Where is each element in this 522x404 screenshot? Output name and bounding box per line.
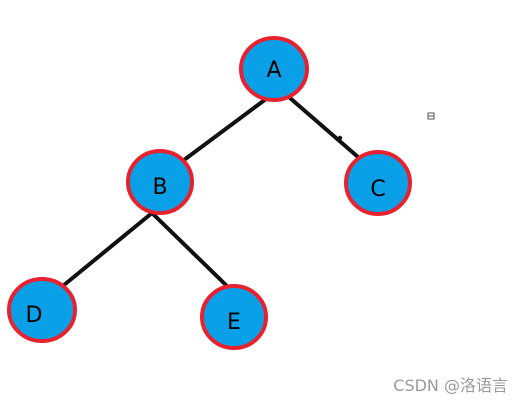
edge-b-e (150, 211, 230, 289)
node-e-label: E (227, 310, 241, 335)
node-d: D (7, 277, 77, 343)
node-b-label: B (152, 175, 167, 200)
node-c: C (344, 150, 412, 216)
node-a-label: A (266, 58, 281, 83)
watermark: CSDN @洛语言 (393, 376, 508, 395)
node-a: A (239, 36, 309, 102)
node-c-label: C (370, 177, 385, 202)
node-b: B (126, 149, 194, 215)
edge-a-b (182, 94, 272, 162)
edge-a-c (288, 96, 360, 159)
tree-nodes: A B C D E (7, 36, 412, 350)
tree-edges (62, 94, 360, 289)
node-e: E (200, 284, 268, 350)
small-marker-icon (427, 112, 435, 120)
edge-b-d (62, 211, 154, 287)
edge-dot-marker (337, 135, 343, 141)
node-d-label: D (26, 303, 43, 328)
